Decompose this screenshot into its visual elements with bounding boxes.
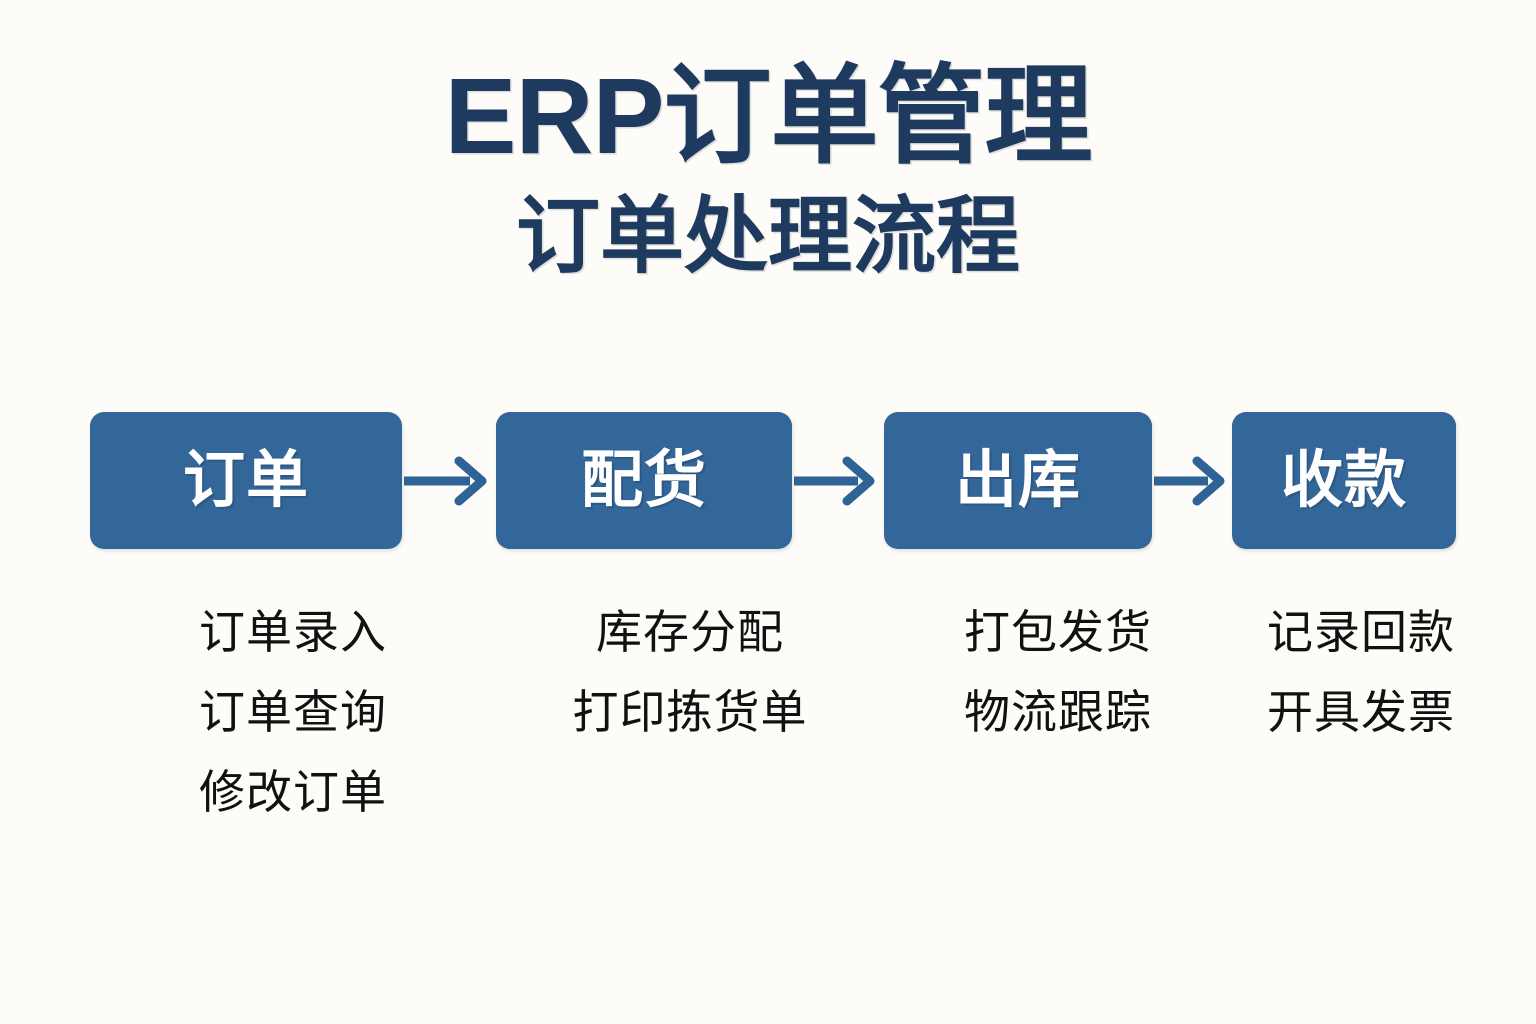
stage-details: 订单录入 订单查询 修改订单 库存分配 打印拣货单 打包发货 物流跟踪 记录回款… [90, 592, 1490, 832]
detail-item: 订单查询 [199, 686, 387, 739]
detail-column-payment: 记录回款 开具发票 [1232, 592, 1490, 832]
process-flow: 订单 配货 出库 收款 [90, 412, 1456, 549]
stage-label-outbound: 出库 [954, 445, 1081, 515]
page-title: ERP订单管理 [444, 55, 1092, 176]
header: ERP订单管理 订单处理流程 [0, 55, 1536, 283]
detail-column-outbound: 打包发货 物流跟踪 [884, 592, 1232, 832]
stage-box-payment[interactable]: 收款 [1232, 412, 1456, 549]
detail-column-allocation: 库存分配 打印拣货单 [496, 592, 884, 832]
detail-item: 物流跟踪 [964, 686, 1152, 739]
stage-label-order: 订单 [182, 445, 309, 515]
detail-item: 修改订单 [199, 766, 387, 819]
stage-label-allocation: 配货 [580, 445, 707, 515]
detail-item: 库存分配 [596, 606, 784, 658]
page-subtitle: 订单处理流程 [515, 188, 1020, 283]
stage-box-allocation[interactable]: 配货 [496, 412, 792, 549]
detail-item: 记录回款 [1267, 606, 1455, 658]
detail-item: 打印拣货单 [572, 686, 808, 739]
stage-box-order[interactable]: 订单 [90, 412, 402, 549]
detail-item: 订单录入 [199, 606, 387, 658]
stage-label-payment: 收款 [1280, 445, 1407, 515]
detail-item: 开具发票 [1267, 686, 1455, 739]
arrow-right-icon-1 [402, 455, 496, 507]
arrow-right-icon-3 [1152, 455, 1232, 507]
stage-box-outbound[interactable]: 出库 [884, 412, 1152, 549]
detail-item: 打包发货 [964, 606, 1152, 658]
arrow-right-icon-2 [792, 455, 884, 507]
detail-column-order: 订单录入 订单查询 修改订单 [90, 592, 496, 832]
